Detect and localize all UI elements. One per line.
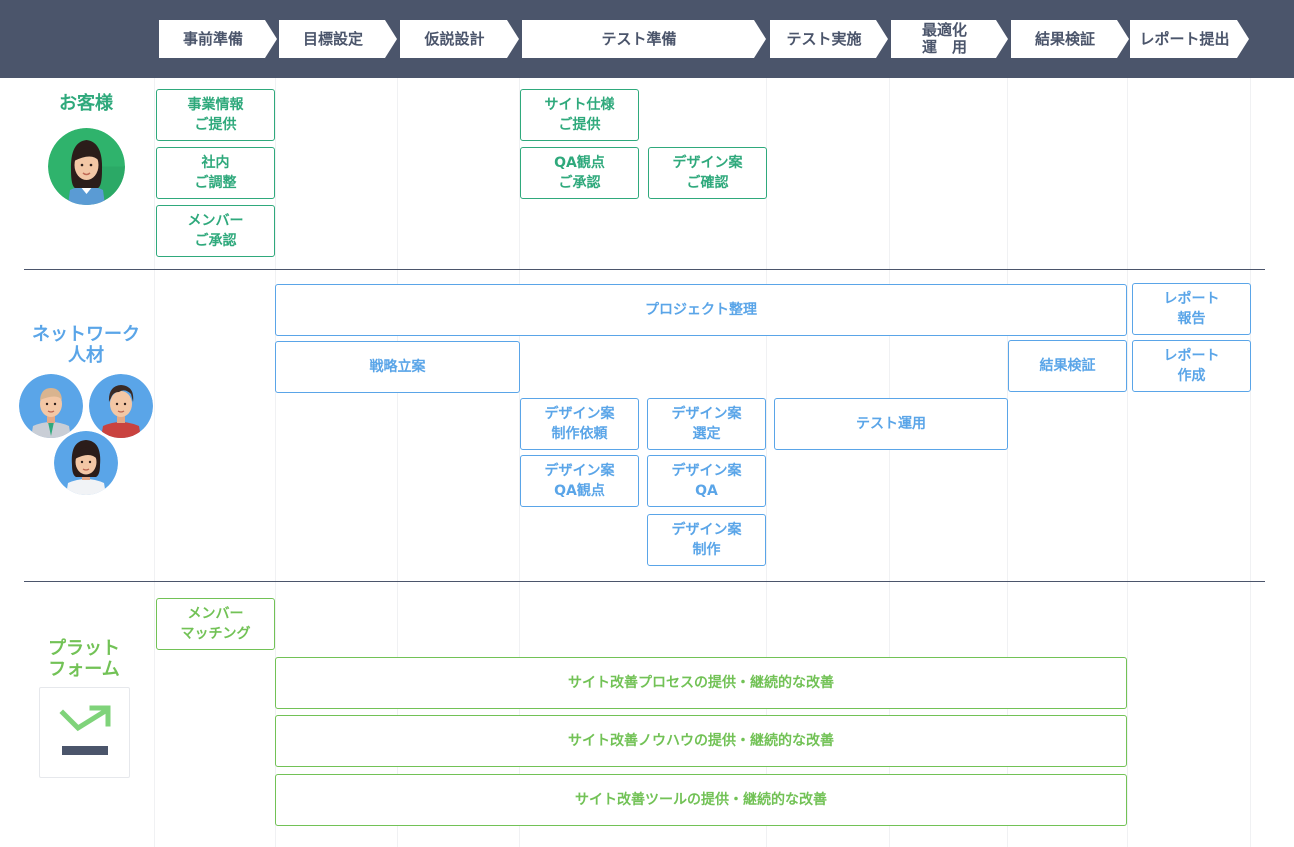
box-test-operation: テスト運用: [774, 398, 1008, 450]
box-site-spec: サイト仕様 ご提供: [520, 89, 639, 141]
lane-separator: [24, 269, 1265, 270]
network-avatar-man-2: [89, 374, 153, 438]
box-tool-improvement: サイト改善ツールの提供・継続的な改善: [275, 774, 1127, 826]
box-design-confirm: デザイン案 ご確認: [648, 147, 767, 199]
step-test-preparation: テスト準備: [522, 20, 766, 58]
box-member-approval: メンバー ご承認: [156, 205, 275, 257]
box-internal-coordination: 社内 ご調整: [156, 147, 275, 199]
box-design-qa-perspective: デザイン案 QA観点: [520, 455, 639, 507]
lane-label-platform: プラット フォーム: [48, 638, 120, 680]
column-line: [1007, 78, 1008, 847]
box-report-creation: レポート 作成: [1132, 340, 1251, 392]
box-report-presentation: レポート 報告: [1132, 283, 1251, 335]
step-hypothesis: 仮説設計: [400, 20, 519, 58]
step-goal-setting: 目標設定: [279, 20, 397, 58]
network-avatar-woman: [54, 431, 118, 495]
column-line: [154, 78, 155, 847]
box-qa-approval: QA観点 ご承認: [520, 147, 639, 199]
box-strategy-planning: 戦略立案: [275, 341, 520, 393]
box-design-selection: デザイン案 選定: [647, 398, 766, 450]
step-test-execution: テスト実施: [770, 20, 888, 58]
box-design-request: デザイン案 制作依頼: [520, 398, 639, 450]
column-line: [889, 78, 890, 847]
lane-label-network: ネットワーク 人材: [32, 324, 140, 366]
network-avatar-man: [19, 374, 83, 438]
box-member-matching: メンバー マッチング: [156, 598, 275, 650]
box-design-qa: デザイン案 QA: [647, 455, 766, 507]
column-line: [766, 78, 767, 847]
box-design-production: デザイン案 制作: [647, 514, 766, 566]
step-verification: 結果検証: [1011, 20, 1129, 58]
step-report: レポート提出: [1130, 20, 1249, 58]
box-process-improvement: サイト改善プロセスの提供・継続的な改善: [275, 657, 1127, 709]
box-result-verification: 結果検証: [1008, 340, 1127, 392]
column-line: [397, 78, 398, 847]
lane-label-customer: お客様: [59, 93, 113, 114]
box-business-info: 事業情報 ご提供: [156, 89, 275, 141]
step-optimization: 最適化 運 用: [891, 20, 1008, 58]
column-line: [1127, 78, 1128, 847]
customer-avatar: [48, 128, 125, 205]
box-knowhow-improvement: サイト改善ノウハウの提供・継続的な改善: [275, 715, 1127, 767]
platform-logo: [39, 687, 130, 778]
lane-separator: [24, 581, 1265, 582]
column-line: [519, 78, 520, 847]
step-preparation: 事前準備: [159, 20, 277, 58]
box-project-organization: プロジェクト整理: [275, 284, 1127, 336]
trend-up-icon: [59, 705, 111, 755]
process-header: 事前準備 目標設定 仮説設計 テスト準備 テスト実施 最適化 運 用 結果検証 …: [0, 0, 1294, 78]
column-line: [275, 78, 276, 847]
column-line: [1250, 78, 1251, 847]
